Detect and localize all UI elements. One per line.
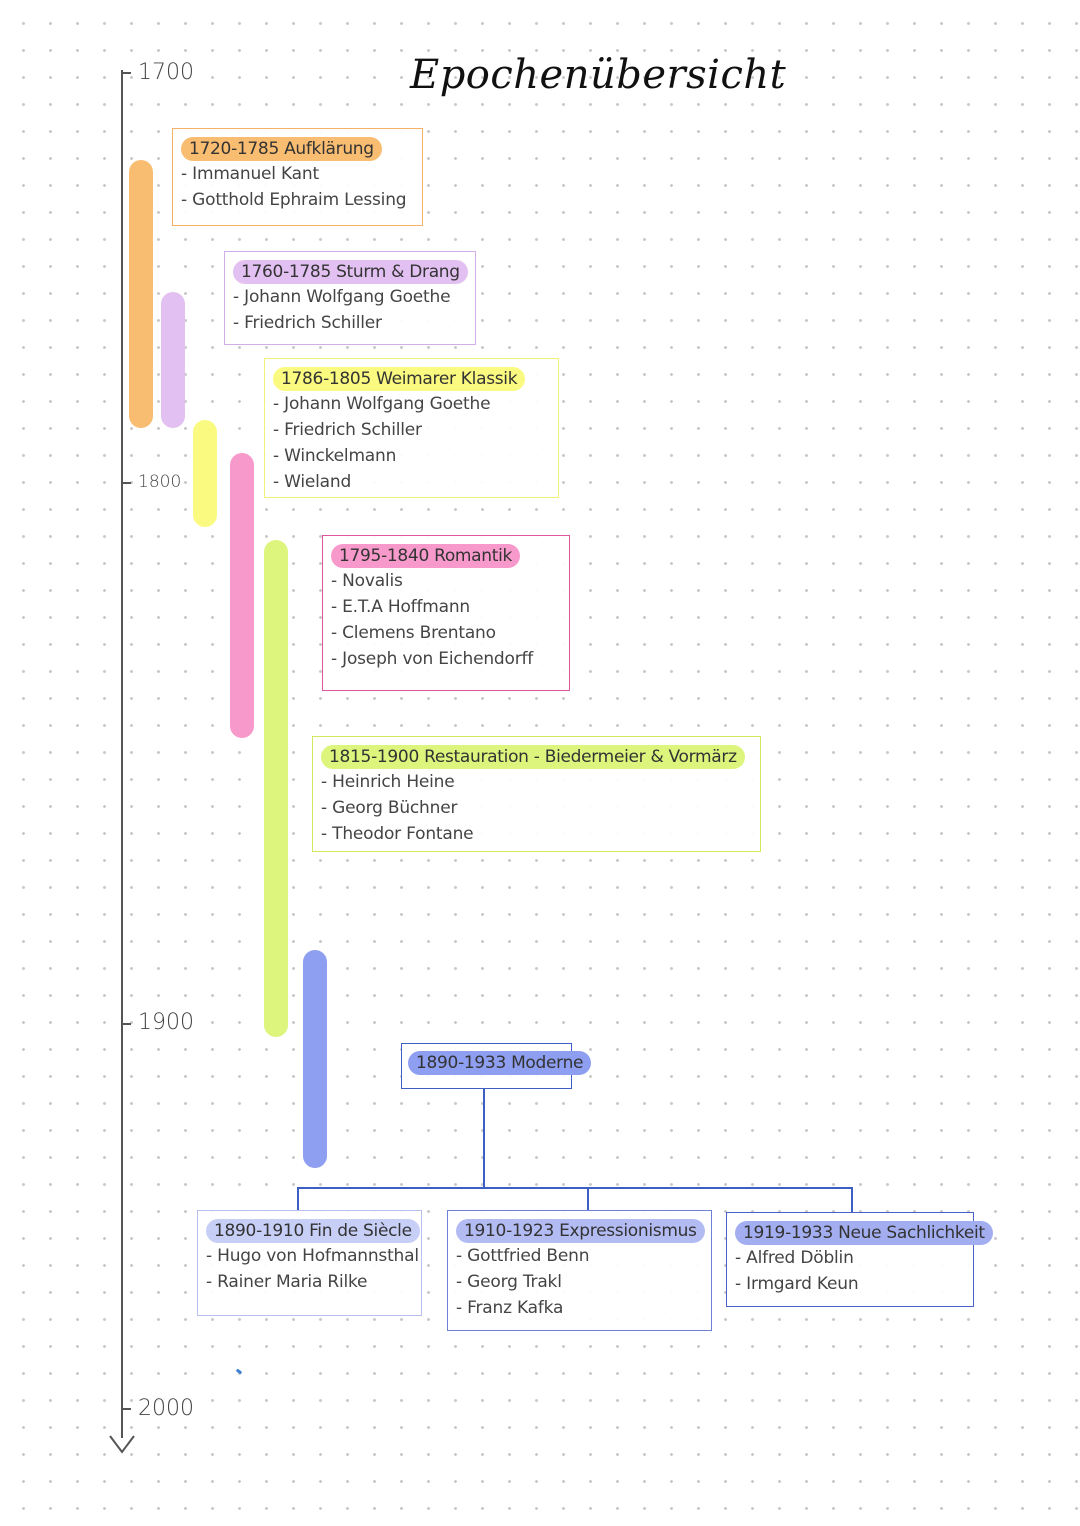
connector-branch [297, 1187, 299, 1211]
subepoch-box-expressionismus: 1910-1923 Expressionismus Gottfried Benn… [447, 1210, 712, 1331]
epoch-label: 1890-1933 Moderne [408, 1051, 592, 1075]
epoch-label: 1815-1900 Restauration - Biedermeier & V… [321, 745, 745, 769]
timeline-axis [121, 70, 123, 1438]
author-item: Immanuel Kant [181, 161, 414, 187]
pen-mark [235, 1368, 243, 1375]
author-item: Winckelmann [273, 443, 550, 469]
author-item: Theodor Fontane [321, 821, 752, 847]
year-label-1800: 1800 [136, 472, 184, 492]
author-item: Joseph von Eichendorff [331, 646, 561, 672]
tick-1900 [121, 1023, 131, 1025]
author-item: Gottfried Benn [456, 1243, 703, 1269]
author-item: Hugo von Hofmannsthal [206, 1243, 419, 1269]
author-item: Novalis [331, 568, 561, 594]
author-item: Heinrich Heine [321, 769, 752, 795]
epoch-bar-moderne [303, 950, 327, 1168]
epoch-box-weimarer-klassik: 1786-1805 Weimarer Klassik Johann Wolfga… [264, 358, 559, 498]
epoch-box-sturm-und-drang: 1760-1785 Sturm & Drang Johann Wolfgang … [224, 251, 476, 345]
author-item: Johann Wolfgang Goethe [233, 284, 467, 310]
year-label-1700: 1700 [136, 60, 196, 85]
epoch-box-aufklaerung: 1720-1785 Aufklärung Immanuel Kant Gotth… [172, 128, 423, 226]
author-item: Georg Trakl [456, 1269, 703, 1295]
tick-2000 [121, 1408, 131, 1410]
epoch-box-romantik: 1795-1840 Romantik Novalis E.T.A Hoffman… [322, 535, 570, 691]
author-item: Georg Büchner [321, 795, 752, 821]
tick-1700 [121, 72, 131, 74]
author-item: Clemens Brentano [331, 620, 561, 646]
author-item: Friedrich Schiller [273, 417, 550, 443]
arrow-down-icon [109, 1435, 135, 1454]
subepoch-label: 1919-1933 Neue Sachlichkeit [735, 1221, 993, 1245]
connector-vertical [483, 1089, 485, 1188]
author-item: Irmgard Keun [735, 1271, 965, 1297]
author-item: Johann Wolfgang Goethe [273, 391, 550, 417]
page-title: Epochenübersicht [410, 52, 787, 98]
connector-horizontal [297, 1187, 853, 1189]
epoch-label: 1720-1785 Aufklärung [181, 137, 382, 161]
subepoch-box-fin-de-siecle: 1890-1910 Fin de Siècle Hugo von Hofmann… [197, 1210, 422, 1316]
author-item: Gotthold Ephraim Lessing [181, 187, 414, 213]
connector-branch [587, 1187, 589, 1211]
author-item: E.T.A Hoffmann [331, 594, 561, 620]
epoch-box-restauration: 1815-1900 Restauration - Biedermeier & V… [312, 736, 761, 852]
epoch-bar-sturm-und-drang [161, 292, 185, 428]
epoch-label: 1760-1785 Sturm & Drang [233, 260, 468, 284]
subepoch-label: 1890-1910 Fin de Siècle [206, 1219, 420, 1243]
year-label-1900: 1900 [136, 1010, 196, 1035]
author-item: Friedrich Schiller [233, 310, 467, 336]
epoch-box-moderne: 1890-1933 Moderne [401, 1043, 592, 1089]
epoch-bar-aufklaerung [129, 160, 153, 428]
connector-branch [851, 1187, 853, 1213]
tick-1800 [121, 482, 131, 484]
year-label-2000: 2000 [136, 1396, 196, 1421]
subepoch-label: 1910-1923 Expressionismus [456, 1219, 705, 1243]
epoch-bar-weimarer-klassik [193, 420, 217, 527]
epoch-bar-romantik [230, 453, 254, 738]
author-item: Alfred Döblin [735, 1245, 965, 1271]
subepoch-box-neue-sachlichkeit: 1919-1933 Neue Sachlichkeit Alfred Döbli… [726, 1212, 993, 1307]
epoch-bar-restauration [264, 540, 288, 1037]
author-item: Wieland [273, 469, 550, 495]
epoch-label: 1795-1840 Romantik [331, 544, 521, 568]
author-item: Franz Kafka [456, 1295, 703, 1321]
author-item: Rainer Maria Rilke [206, 1269, 413, 1295]
epoch-label: 1786-1805 Weimarer Klassik [273, 367, 526, 391]
